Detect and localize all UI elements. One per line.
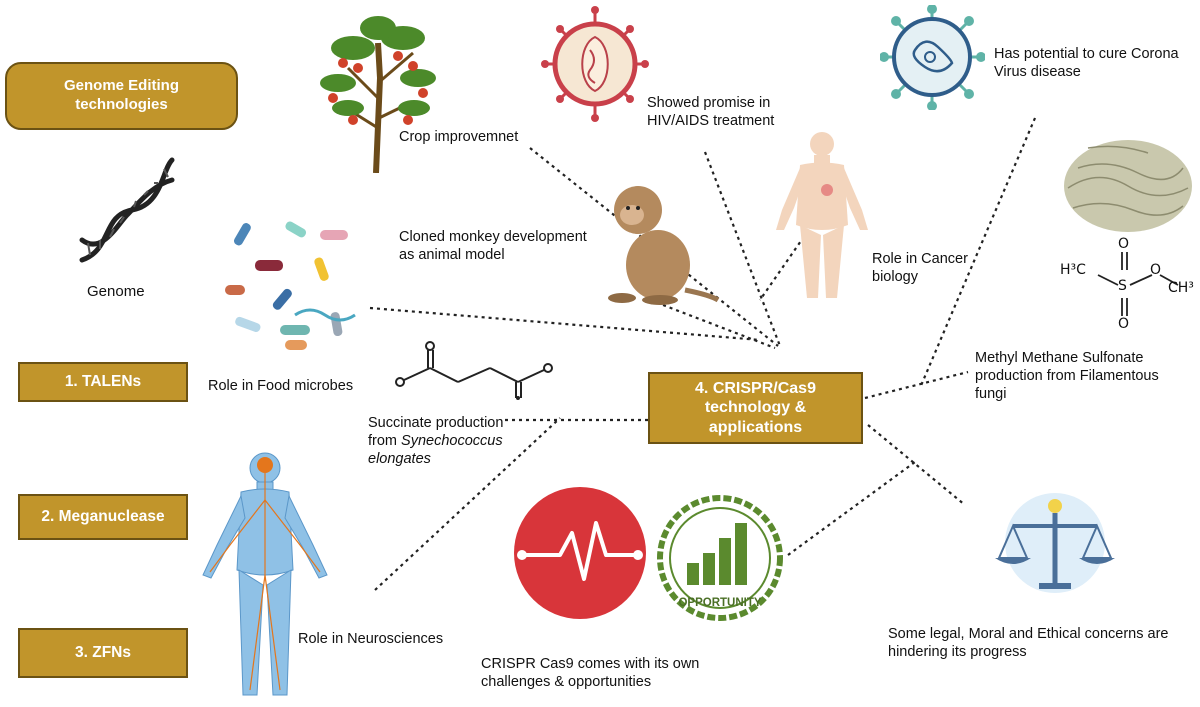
succinate-species: Synechococcus elongates — [368, 433, 503, 468]
food-microbes-illustration — [215, 210, 365, 360]
opportunity-badge-text: OPPORTUNITY — [678, 597, 762, 609]
link-legal — [867, 424, 966, 506]
cancer-label: Role in Cancer biology — [872, 251, 968, 286]
link-food — [369, 306, 761, 342]
hiv-label: Showed promise in HIV/AIDS treatment — [647, 95, 775, 130]
link-challenges — [787, 461, 916, 556]
genome-editing-title-box: Genome Editing technologies — [5, 62, 238, 130]
legal-label: Some legal, Moral and Ethical concerns a… — [888, 626, 1169, 661]
method-label-meganuclease: 2. Meganuclease — [41, 508, 165, 525]
link-monkey — [649, 298, 776, 350]
monkey-illustration — [600, 170, 720, 305]
coronavirus-illustration — [880, 5, 985, 110]
nervous-system-illustration — [195, 450, 335, 700]
heartbeat-challenge-illustration — [510, 483, 650, 623]
genome-editing-title: Genome Editing technologies — [63, 77, 179, 113]
succinate-label: Succinate production from Synechococcus … — [368, 414, 518, 468]
crispr-center-box: 4. CRISPR/Cas9 technology & applications — [648, 372, 863, 444]
method-label-talens: 1. TALENs — [64, 373, 142, 390]
chem-h3c: H³C — [1060, 262, 1086, 278]
method-box-zfns: 3. ZFNs — [18, 628, 188, 678]
method-label-zfns: 3. ZFNs — [75, 644, 131, 661]
methyl-methane-sulfonate-structure: H³C S O O O CH³ — [1060, 236, 1200, 335]
crop-label: Crop improvemnet — [399, 129, 519, 145]
monkey-label: Cloned monkey development as animal mode… — [399, 229, 587, 264]
filamentous-fungi-illustration — [1058, 128, 1198, 238]
human-cancer-illustration — [772, 130, 872, 300]
mms-label: Methyl Methane Sulfonate production from… — [975, 350, 1159, 403]
ethics-scale-illustration — [985, 488, 1125, 598]
hiv-virus-illustration — [540, 5, 650, 123]
succinate-prefix: Succinate production from — [368, 415, 504, 450]
neuro-label: Role in Neurosciences — [298, 631, 444, 647]
dna-helix-illustration — [72, 155, 182, 275]
corona-label: Has potential to cure Corona Virus disea… — [994, 46, 1179, 81]
chem-s: S — [1118, 278, 1127, 294]
succinate-molecule — [392, 340, 562, 400]
food-microbes-label: Role in Food microbes — [208, 378, 354, 394]
genome-label: Genome — [87, 283, 145, 300]
crop-tree-illustration — [318, 8, 438, 173]
chem-o-bottom: O — [1118, 316, 1130, 332]
challenges-label: CRISPR Cas9 comes with its own challenge… — [481, 656, 700, 691]
method-box-talens: 1. TALENs — [18, 362, 188, 402]
chem-ch3: CH³ — [1168, 280, 1194, 296]
link-neuro — [374, 417, 561, 591]
method-box-meganuclease: 2. Meganuclease — [18, 494, 188, 540]
chem-o-top: O — [1118, 236, 1130, 252]
link-mms — [864, 370, 969, 400]
crispr-center-label: 4. CRISPR/Cas9 technology & applications — [695, 380, 816, 436]
opportunity-badge: OPPORTUNITY — [655, 493, 785, 623]
chem-o-bridge: O — [1150, 262, 1162, 278]
